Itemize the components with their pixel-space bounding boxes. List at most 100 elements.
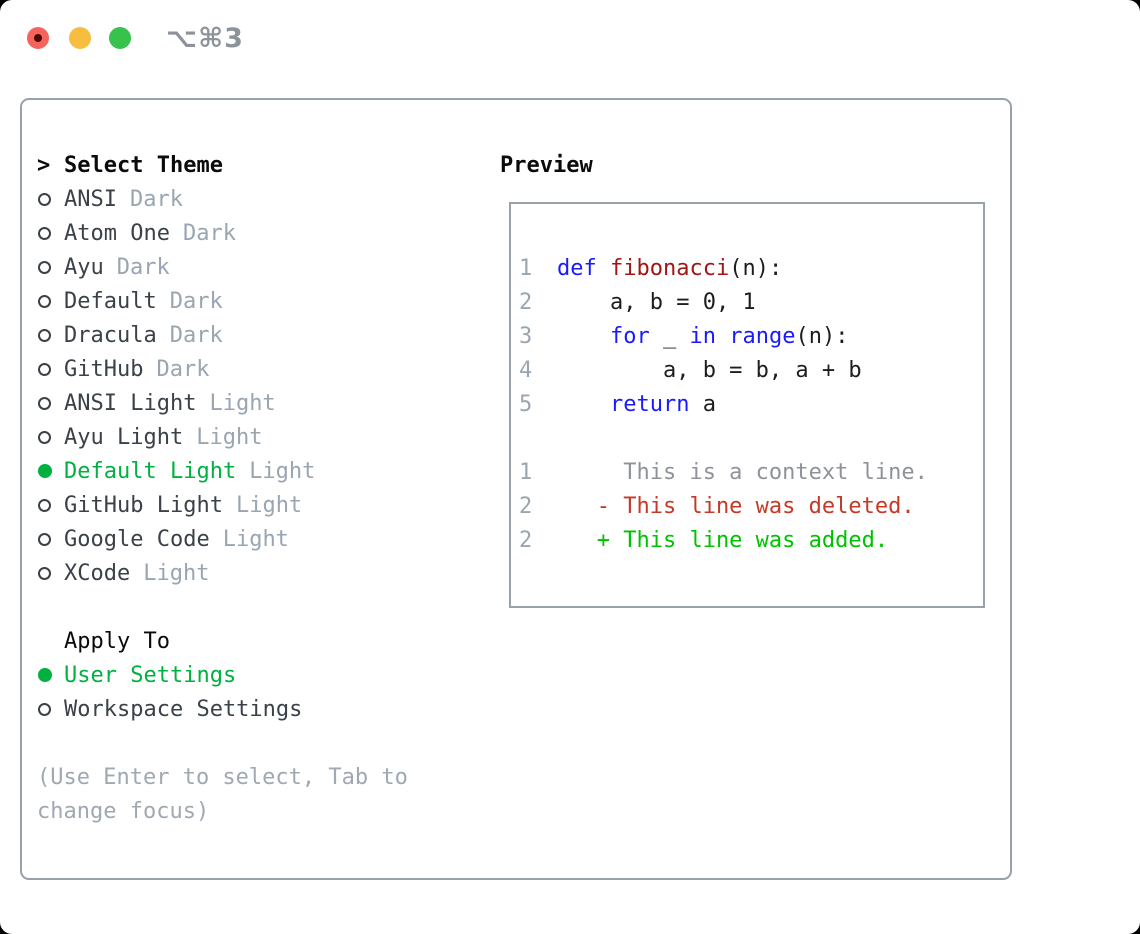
theme-option-xcode[interactable]: XCode Light: [37, 556, 408, 590]
line-number: 4: [519, 357, 533, 383]
line-number: 2: [519, 289, 533, 315]
radio-marker: [37, 226, 64, 240]
radio-unselected-icon: [38, 430, 51, 444]
spacer: [37, 590, 408, 624]
theme-option-default[interactable]: Default Dark: [37, 284, 408, 318]
theme-name: Dracula: [64, 322, 157, 348]
radio-selected-icon: [38, 464, 52, 478]
theme-name: ANSI Light: [64, 390, 197, 416]
radio-unselected-icon: [38, 362, 51, 376]
theme-name: Default: [64, 288, 157, 314]
theme-name: ANSI: [64, 186, 117, 212]
line-number: 1: [519, 459, 533, 485]
theme-tag: Dark: [129, 186, 183, 212]
theme-option-ansi-light[interactable]: ANSI Light Light: [37, 386, 408, 420]
radio-marker: [37, 328, 64, 342]
theme-name: GitHub: [64, 356, 144, 382]
diff-line-deleted: 2 - This line was deleted.: [519, 489, 983, 523]
theme-option-github[interactable]: GitHub Dark: [37, 352, 408, 386]
code-token: [557, 392, 610, 417]
theme-tag: Light: [222, 526, 289, 552]
code-line: 3 for _ in range(n):: [519, 319, 983, 353]
spacer: [519, 421, 983, 455]
hint-line-1: (Use Enter to select, Tab to: [37, 764, 408, 790]
theme-tag: Light: [196, 424, 263, 450]
theme-option-ayu-light[interactable]: Ayu Light Light: [37, 420, 408, 454]
theme-tag: Dark: [182, 220, 236, 246]
apply-to-header: Apply To: [37, 624, 408, 658]
code-line: 1 def fibonacci(n):: [519, 251, 983, 285]
apply-to-name: Workspace Settings: [64, 696, 303, 722]
code-token: a, b = b, a + b: [557, 357, 862, 383]
radio-unselected-icon: [38, 328, 51, 342]
minimize-button[interactable]: [69, 27, 91, 49]
radio-marker: [37, 532, 64, 546]
apply-to-option-user-settings[interactable]: User Settings: [37, 658, 408, 692]
theme-tag: Dark: [169, 322, 223, 348]
theme-name: Ayu Light: [64, 424, 184, 450]
code-token: for: [609, 323, 650, 349]
select-theme-title: Select Theme: [64, 152, 223, 178]
diff-text: - This line was deleted.: [557, 493, 915, 519]
radio-unselected-icon: [38, 396, 51, 410]
close-dot-icon: [34, 34, 42, 42]
apply-to-name: User Settings: [64, 662, 237, 688]
theme-name: GitHub Light: [64, 492, 223, 518]
apply-to-title: Apply To: [64, 628, 170, 654]
code-token: _: [649, 323, 690, 349]
apply-to-option-workspace-settings[interactable]: Workspace Settings: [37, 692, 408, 726]
keyboard-shortcut-label: ⌥⌘3: [166, 23, 244, 54]
title-bar: ⌥⌘3: [0, 0, 1140, 78]
code-token: (n):: [795, 323, 849, 349]
radio-unselected-icon: [38, 566, 51, 580]
radio-marker: [37, 498, 64, 512]
theme-name: Google Code: [64, 526, 210, 552]
code-token: [716, 324, 729, 349]
line-number: 1: [519, 255, 533, 281]
line-number: 2: [519, 527, 533, 553]
theme-tag: Dark: [169, 288, 223, 314]
theme-tag: Dark: [156, 356, 210, 382]
radio-unselected-icon: [38, 702, 51, 716]
zoom-button[interactable]: [109, 27, 131, 49]
preview-title: Preview: [500, 152, 593, 178]
radio-marker: [37, 668, 64, 682]
theme-tag: Light: [143, 560, 210, 586]
theme-option-atom-one[interactable]: Atom One Dark: [37, 216, 408, 250]
code-token: (n):: [729, 255, 783, 281]
theme-option-dracula[interactable]: Dracula Dark: [37, 318, 408, 352]
theme-name: Atom One: [64, 220, 170, 246]
code-token: fibonacci: [610, 255, 730, 281]
theme-name: Ayu: [64, 254, 104, 280]
theme-option-google-code[interactable]: Google Code Light: [37, 522, 408, 556]
radio-marker: [37, 464, 64, 478]
code-token: a, b = 0, 1: [557, 289, 756, 315]
theme-name: Default Light: [64, 458, 237, 484]
diff-line-context: 1 This is a context line.: [519, 455, 983, 489]
code-line: 5 return a: [519, 387, 983, 421]
diff-line-added: 2 + This line was added.: [519, 523, 983, 557]
radio-marker: [37, 260, 64, 274]
theme-option-ansi[interactable]: ANSI Dark: [37, 182, 408, 216]
radio-unselected-icon: [38, 294, 51, 308]
radio-marker: [37, 396, 64, 410]
hint-line-2: change focus): [37, 798, 210, 824]
line-number: 5: [519, 391, 533, 417]
code-token: [557, 324, 610, 349]
theme-tag: Light: [209, 390, 276, 416]
close-button[interactable]: [27, 27, 49, 49]
code-token: def: [557, 255, 597, 281]
radio-marker: [37, 430, 64, 444]
theme-name: XCode: [64, 560, 131, 586]
radio-selected-icon: [38, 668, 52, 682]
code-token: [597, 256, 610, 281]
